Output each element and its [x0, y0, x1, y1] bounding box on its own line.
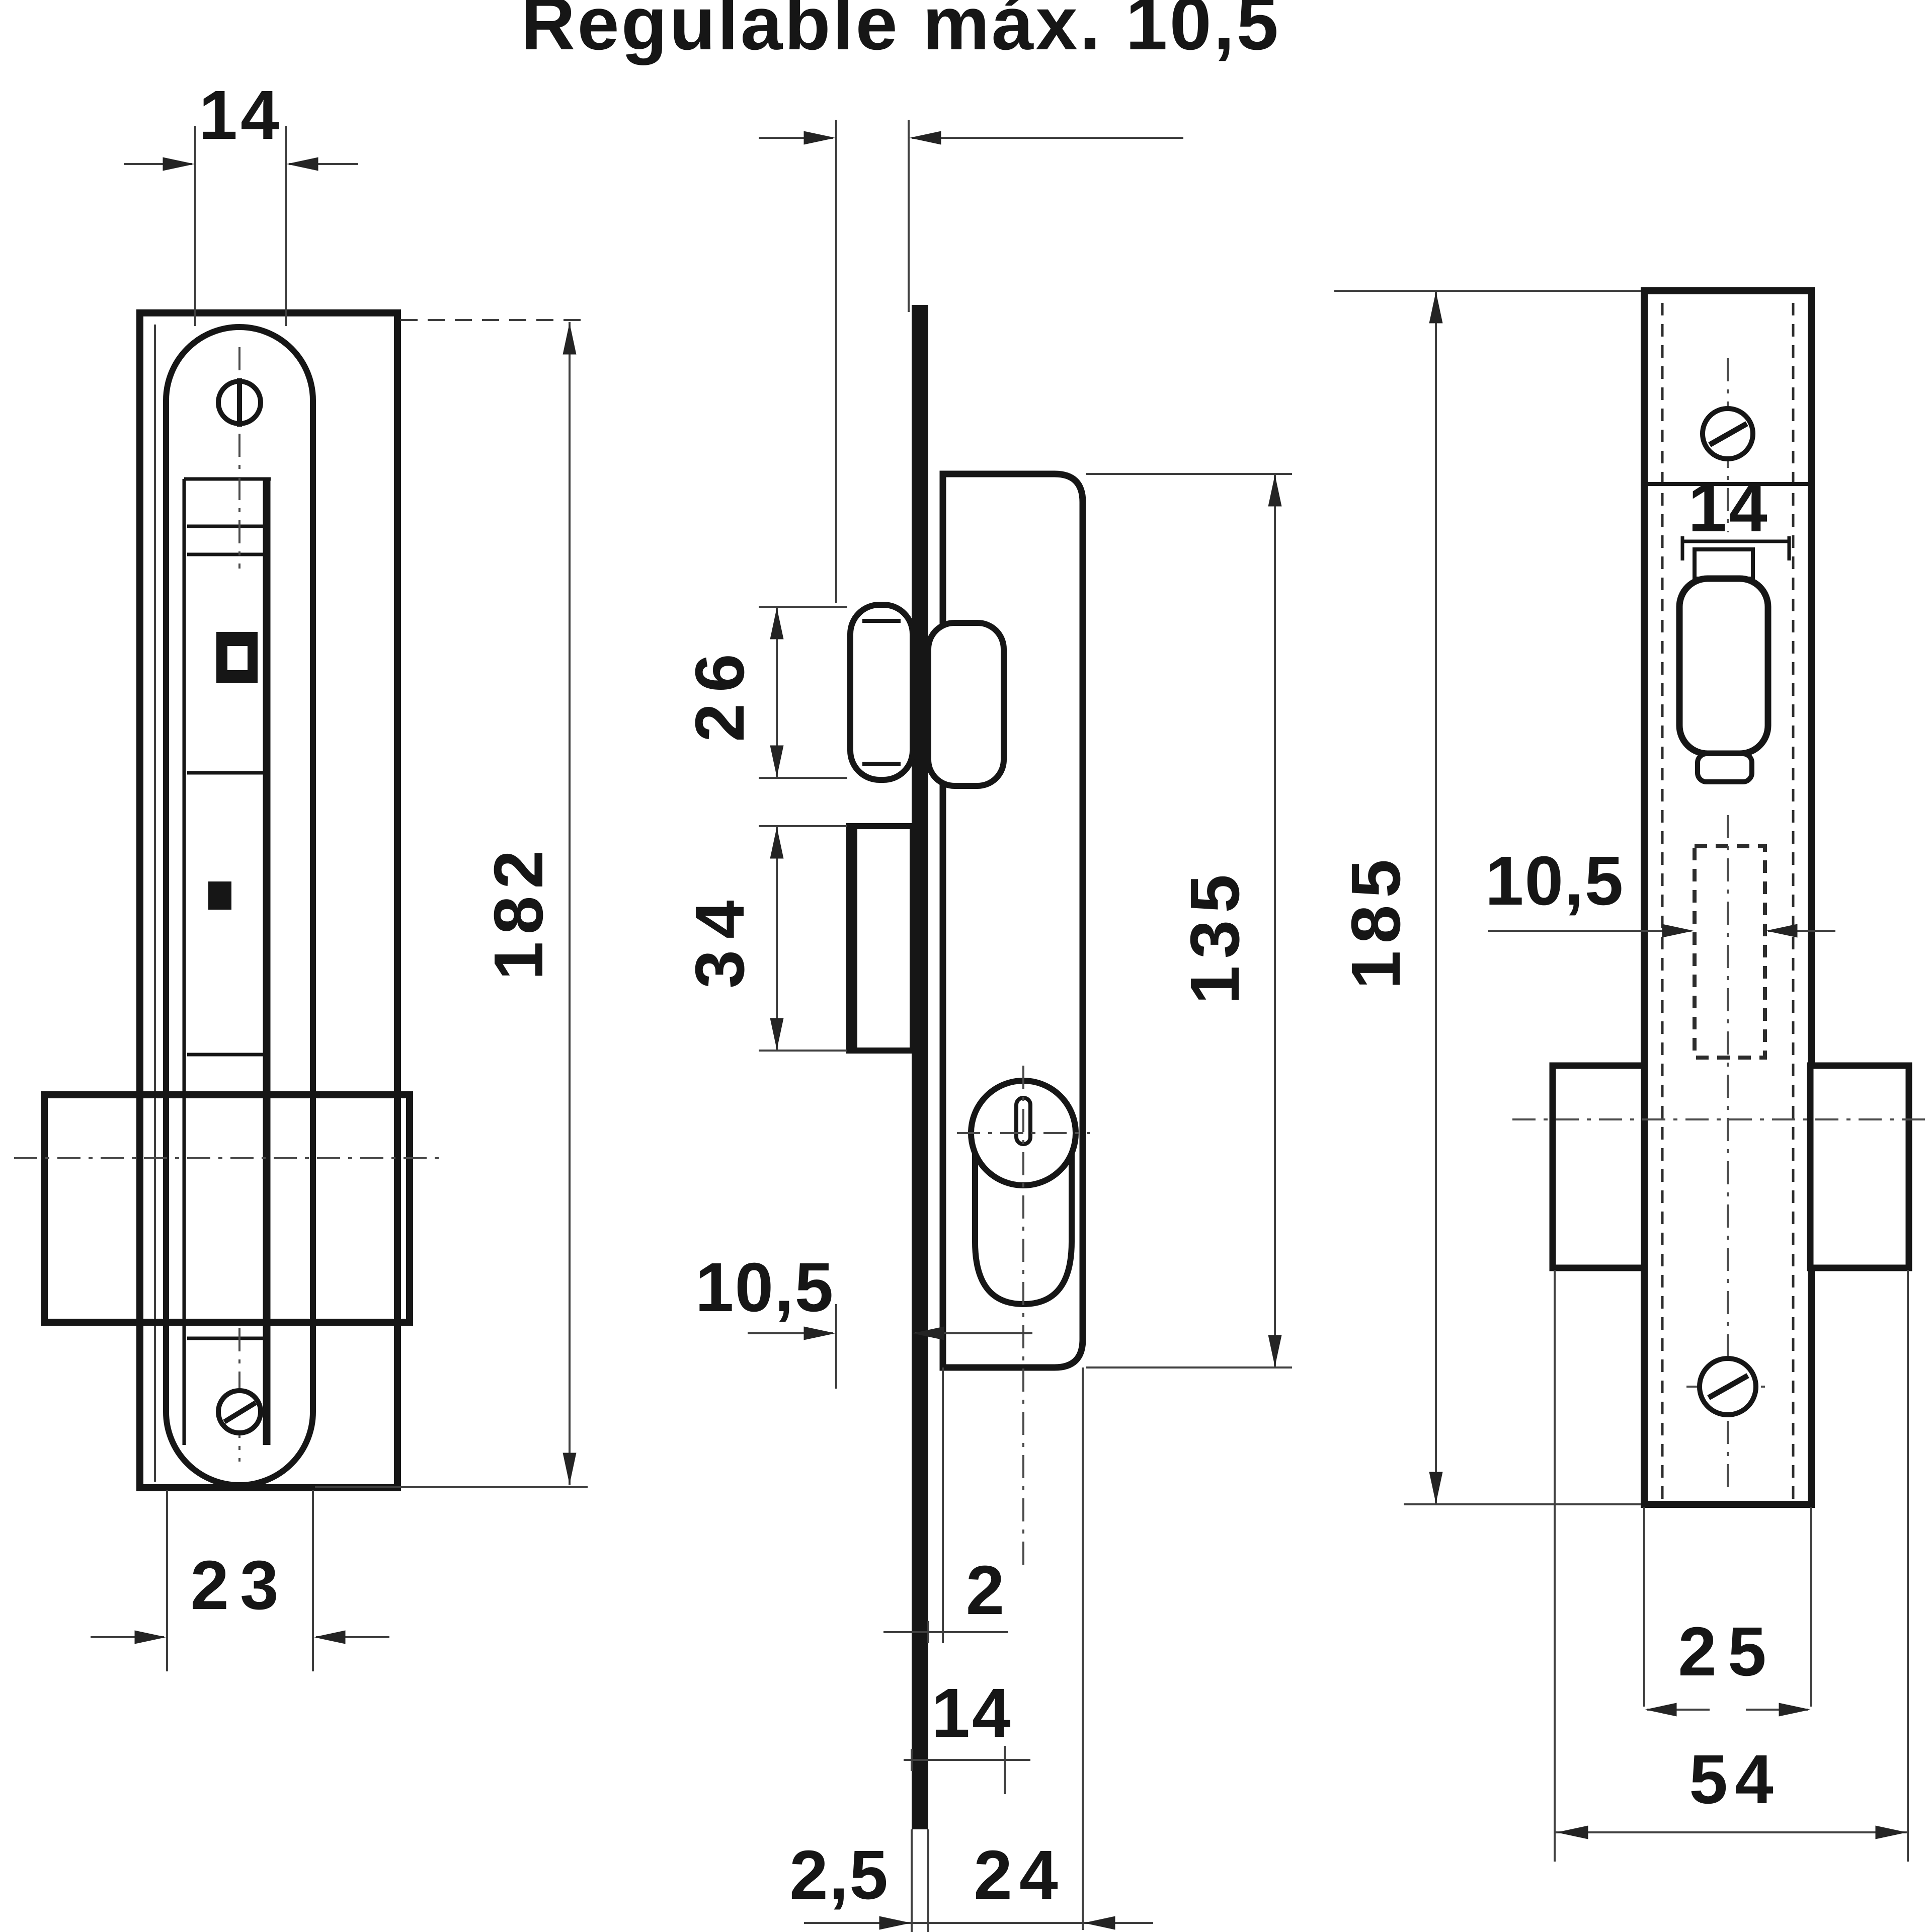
front-screw-bottom-slot [223, 1400, 257, 1424]
front-dim-width-top: 14 [199, 76, 282, 154]
side-deadbolt-guide [846, 823, 916, 1054]
side-dim-case-depth: 24 [974, 1836, 1065, 1914]
rear-dim-height: 185 [1337, 852, 1415, 989]
front-dim23-extensions [166, 1490, 314, 1671]
side-dim26-extensions [759, 606, 847, 779]
side-dim-plate-thickness: 2,5 [789, 1836, 889, 1914]
side-dim135-extensions [1086, 473, 1292, 1369]
front-mechanism-dividers [184, 477, 271, 1340]
side-dim2-ticks [927, 1621, 944, 1643]
side-dim-guide-height: 34 [681, 889, 759, 989]
front-latch-window-notch [227, 646, 248, 670]
drawing-title: Regulable máx. 10,5 [521, 0, 1280, 65]
rear-wing-box-right [1807, 1062, 1912, 1271]
rear-deadbolt-slot [1693, 844, 1767, 1060]
rear-dim-overall-width: 54 [1689, 1741, 1781, 1818]
rear-dim-latch-width: 14 [1688, 469, 1769, 546]
front-faceplate [163, 324, 316, 1488]
side-dim-gap: 2 [966, 1552, 1005, 1629]
rear-dim25-extensions [1643, 1507, 1812, 1707]
rear-latch-stem [1693, 547, 1755, 581]
side-dim-case-height: 135 [1176, 867, 1254, 1004]
rear-dim54-extensions [1554, 1270, 1909, 1862]
side-dim34-extensions [759, 825, 847, 1052]
side-roller-housing [925, 620, 1007, 789]
front-view: 14 182 23 [14, 76, 588, 1671]
side-dim14-ticks [911, 1749, 1006, 1771]
side-regulable-extensions [835, 120, 910, 603]
side-view: Regulable máx. 10,5 26 34 [521, 0, 1292, 1932]
side-cylinder-center-lines [957, 1066, 1090, 1569]
side-dim-backset: 14 [931, 1674, 1013, 1752]
rear-screw-top-slot [1708, 421, 1748, 447]
side-bottom-extensions [911, 1367, 1084, 1932]
front-follower-box [41, 1091, 413, 1326]
rear-case-hidden-edges [1661, 303, 1795, 1500]
front-dim-width-bottom: 23 [190, 1547, 290, 1624]
front-deadbolt-window [208, 881, 231, 910]
rear-dim-slot-width: 10,5 [1485, 842, 1625, 920]
rear-latch-pocket [1680, 536, 1791, 560]
side-roller-front [847, 602, 916, 783]
rear-wing-box-left [1549, 1062, 1648, 1271]
side-dim-offset: 10,5 [695, 1249, 835, 1326]
rear-dim185-extensions [1334, 290, 1641, 1505]
rear-latch-tail [1695, 751, 1754, 784]
side-roller-caps [862, 619, 901, 766]
side-plate-edge [912, 305, 928, 1829]
rear-dim-case-width: 25 [1678, 1613, 1778, 1691]
front-dim-height: 182 [480, 843, 557, 980]
side-dim-roller-height: 26 [681, 642, 759, 742]
rear-latch-bolt [1676, 575, 1772, 757]
rear-screw-bottom-slot [1707, 1373, 1749, 1400]
rear-view: 14 10,5 185 25 54 [1334, 287, 1930, 1862]
front-dim14-extensions [194, 126, 287, 326]
